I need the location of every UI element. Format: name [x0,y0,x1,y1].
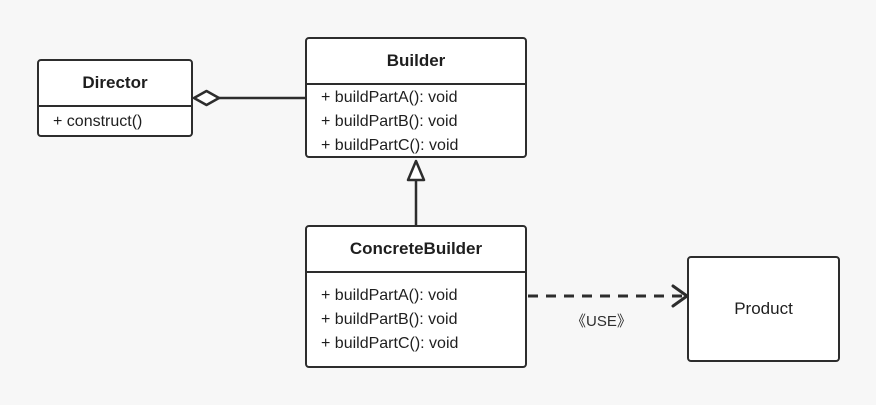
builder-class-name: Builder [307,39,525,85]
operation-build-part-c: + buildPartC(): void [321,335,459,352]
aggregation-diamond [192,89,221,107]
operation-build-part-b: + buildPartB(): void [321,311,458,328]
generalization-arrowhead [406,159,426,182]
director-operations: + construct() [39,107,191,134]
operation-build-part-b: + buildPartB(): void [321,113,458,130]
operation-build-part-a: + buildPartA(): void [321,89,458,106]
product-class: Product [687,256,840,362]
concrete-builder-class-name: ConcreteBuilder [307,227,525,273]
concrete-builder-class: ConcreteBuilder + buildPartA(): void + b… [305,225,527,368]
dependency-label: 《USE》 [571,313,632,330]
director-class: Director + construct() [37,59,193,137]
operation-build-part-c: + buildPartC(): void [321,137,459,154]
builder-operations: + buildPartA(): void + buildPartB(): voi… [307,85,525,158]
concrete-builder-operations: + buildPartA(): void + buildPartB(): voi… [307,273,525,356]
builder-class: Builder + buildPartA(): void + buildPart… [305,37,527,158]
product-class-name: Product [734,299,793,318]
operation-construct: + construct() [53,113,143,130]
operation-build-part-a: + buildPartA(): void [321,287,458,304]
director-class-name: Director [39,61,191,107]
